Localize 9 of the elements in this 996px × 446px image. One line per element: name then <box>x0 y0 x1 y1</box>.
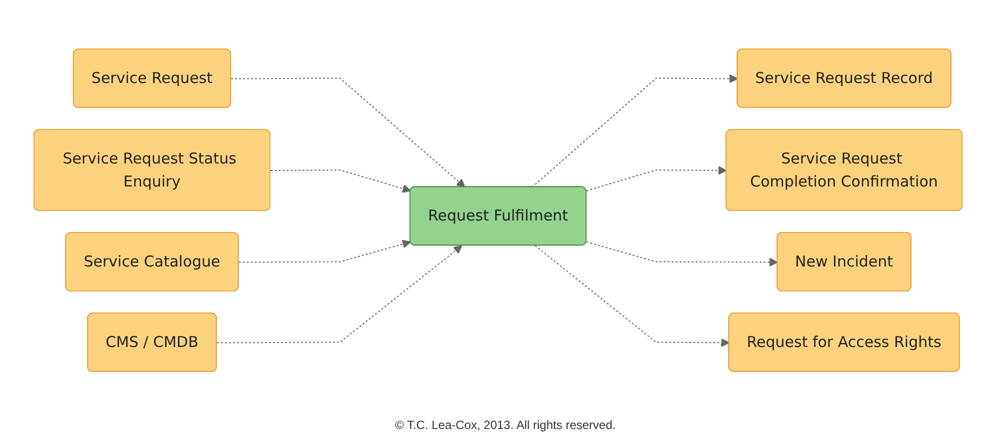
arrow <box>238 240 412 262</box>
arrow <box>586 166 727 192</box>
arrow <box>532 74 738 188</box>
arrow <box>586 241 778 266</box>
arrow <box>534 244 730 347</box>
copyright-note: © T.C. Lea-Cox, 2013. All rights reserved. <box>395 418 616 432</box>
arrow <box>230 78 466 188</box>
arrow <box>270 169 412 193</box>
arrow <box>216 244 462 343</box>
